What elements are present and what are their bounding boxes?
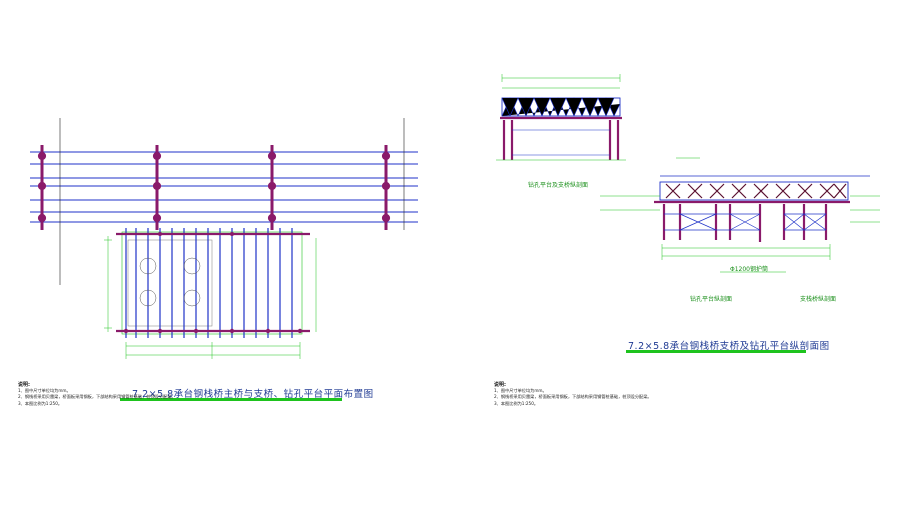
elevation-views xyxy=(496,74,880,273)
main-bridge-deck-lines xyxy=(30,151,418,223)
pile-callout-label: Φ1200钢护筒 xyxy=(730,266,768,273)
plan-drawing-title: 7.2×5.8承台钢栈桥主桥与支桥、钻孔平台平面布置图 xyxy=(132,389,374,400)
note-item: 3、本图比例为1:250。 xyxy=(494,400,539,406)
note-item: 3、本图比例为1:250。 xyxy=(18,400,63,406)
note-item: 1、图中尺寸单位均为mm。 xyxy=(18,388,71,394)
drilling-platform-plan xyxy=(104,228,317,359)
note-item: 1、图中尺寸单位均为mm。 xyxy=(494,388,547,394)
notes-left: 说明: 1、图中尺寸单位均为mm。 2、钢栈桥采用贝雷梁，桥面板采用钢板，下部结… xyxy=(18,382,176,407)
section-title-underline xyxy=(626,350,806,353)
platform-section xyxy=(600,157,880,273)
note-item: 2、钢栈桥采用贝雷梁，桥面板采用钢板，下部结构采用钢管桩基础，桩顶设分配梁。 xyxy=(18,394,176,400)
notes-heading: 说明: xyxy=(18,382,30,388)
upper-section-label: 钻孔平台及支桥纵剖面 xyxy=(528,182,589,189)
section-drawing-title: 7.2×5.8承台钢栈桥支桥及钻孔平台纵剖面图 xyxy=(628,341,830,352)
notes-right: 说明: 1、图中尺寸单位均为mm。 2、钢栈桥采用贝雷梁，桥面板采用钢板，下部结… xyxy=(494,382,652,407)
platform-section-label: 钻孔平台纵剖面 xyxy=(690,296,733,303)
plan-view xyxy=(30,118,418,359)
notes-heading: 说明: xyxy=(494,382,506,388)
break-lines xyxy=(59,118,405,285)
upper-truss-section xyxy=(496,74,626,161)
note-item: 2、钢栈桥采用贝雷梁，桥面板采用钢板，下部结构采用钢管桩基础，桩顶设分配梁。 xyxy=(494,394,652,400)
casing-pile-circles xyxy=(139,257,201,307)
branch-section-label: 支栈桥纵剖面 xyxy=(800,296,837,303)
plan-title-underline xyxy=(120,398,342,401)
main-bridge-piers xyxy=(37,145,391,230)
